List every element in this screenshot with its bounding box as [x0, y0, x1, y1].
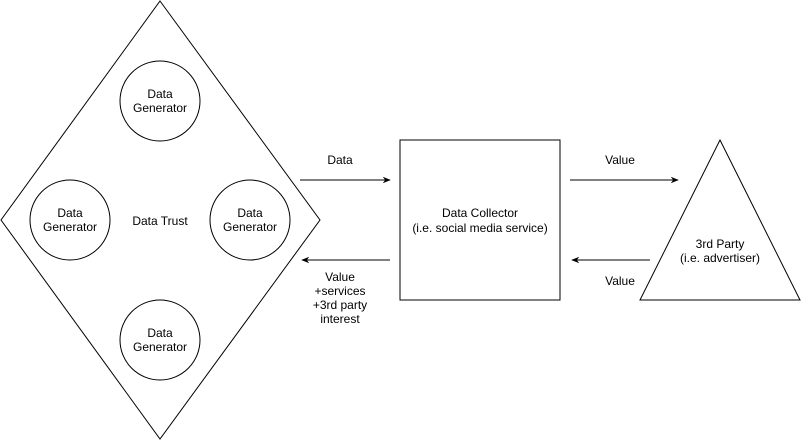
edge-label-value-in: Value [605, 274, 635, 288]
data-generator-circle [209, 179, 291, 261]
edge-label-value: Value [325, 270, 355, 284]
data-generator-circle [119, 299, 201, 381]
data-generator-label-line1: Data [147, 326, 173, 340]
data-generator-bottom: Data Generator [119, 299, 201, 381]
edge-label-interest: interest [320, 312, 360, 326]
third-party-label-line1: 3rd Party [696, 237, 745, 251]
data-generator-label-line2: Generator [223, 220, 277, 234]
data-generator-label-line1: Data [147, 87, 173, 101]
data-generator-top: Data Generator [119, 60, 201, 142]
data-generator-circle [119, 60, 201, 142]
edge-label-data: Data [327, 153, 353, 167]
data-generator-label-line2: Generator [43, 220, 97, 234]
data-trust-diamond [0, 0, 321, 440]
edge-label-services: +services [314, 284, 365, 298]
third-party-node: 3rd Party (i.e. advertiser) [639, 138, 801, 301]
data-trust-label: Data Trust [132, 214, 188, 228]
edge-label-value-out: Value [605, 153, 635, 167]
data-collector-node: Data Collector (i.e. social media servic… [399, 139, 561, 301]
data-collector-box [399, 139, 561, 301]
data-collector-label-line2: (i.e. social media service) [412, 221, 547, 235]
edge-trust-to-collector: Data [300, 153, 391, 184]
data-generator-label-line1: Data [57, 206, 83, 220]
data-generator-right: Data Generator [209, 179, 291, 261]
edge-collector-to-third-party: Value [570, 153, 679, 184]
data-generator-left: Data Generator [29, 179, 111, 261]
edge-third-party-to-collector: Value [571, 256, 650, 288]
data-generator-label-line2: Generator [133, 101, 187, 115]
third-party-label-line2: (i.e. advertiser) [680, 251, 760, 265]
data-generator-label-line1: Data [237, 206, 263, 220]
data-generator-label-line2: Generator [133, 340, 187, 354]
data-trust-node: Data Trust [0, 0, 321, 440]
edge-collector-to-trust: Value +services +3rd party interest [301, 256, 390, 326]
third-party-triangle [639, 138, 801, 301]
edge-label-third-party: +3rd party [313, 298, 367, 312]
data-generator-circle [29, 179, 111, 261]
data-collector-label-line1: Data Collector [442, 206, 518, 220]
